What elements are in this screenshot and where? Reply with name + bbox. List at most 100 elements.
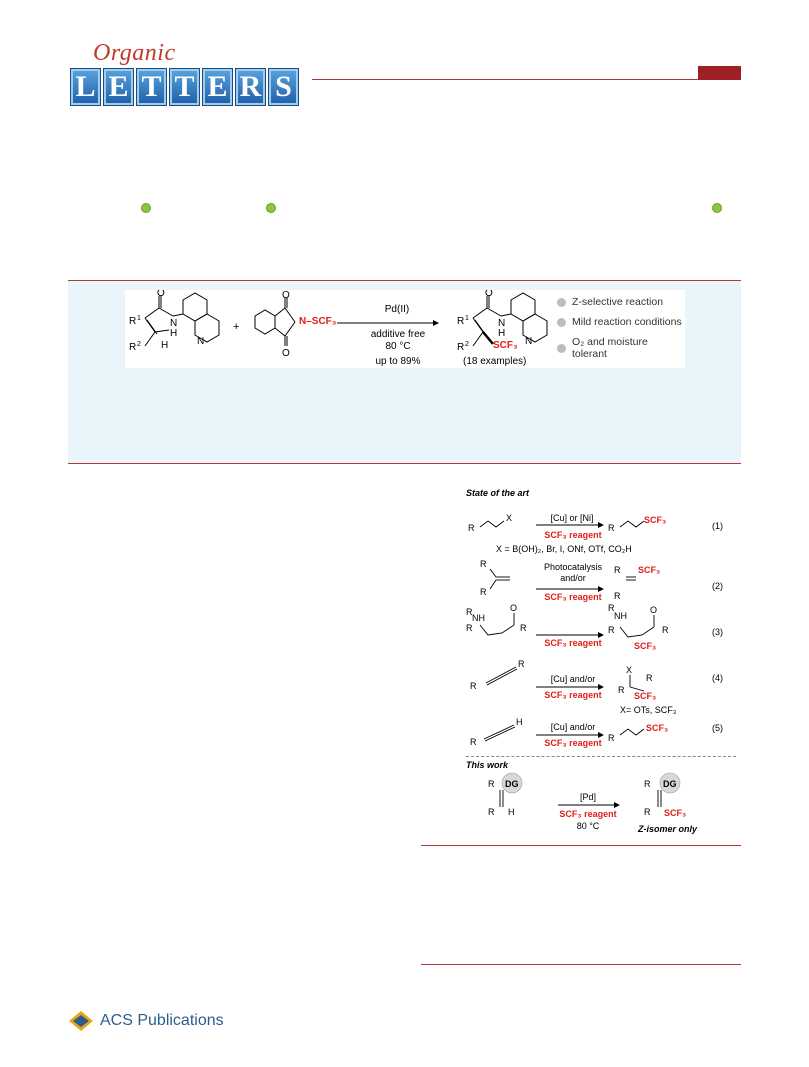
svg-text:R: R [608, 625, 615, 635]
svg-text:NH: NH [614, 611, 627, 621]
svg-text:R: R [457, 342, 464, 353]
eq4-reagent: SCF₃ reagent [544, 690, 602, 700]
svg-text:R: R [129, 316, 136, 327]
logo-letter: L [70, 68, 101, 106]
publisher-logo: ACS Publications [68, 1010, 224, 1032]
svg-text:R: R [644, 779, 651, 789]
logo-letter: T [136, 68, 167, 106]
catalyst-label: Pd(II) [384, 304, 410, 315]
eq1-product-scf3: SCF₃ [644, 515, 667, 525]
svg-text:R: R [608, 733, 615, 743]
svg-text:R: R [468, 523, 475, 533]
tw-catalyst: [Pd] [579, 792, 596, 802]
bullet-icon [557, 317, 566, 327]
svg-text:R: R [466, 607, 473, 617]
svg-text:R: R [608, 603, 615, 613]
orcid-icon[interactable] [712, 203, 722, 213]
footnote-rule [421, 964, 741, 965]
eq5-conditions: [Cu] and/or [550, 722, 596, 732]
logo-letter: T [169, 68, 200, 106]
eq5-number: (5) [712, 723, 723, 733]
svg-text:DG: DG [505, 779, 519, 789]
orcid-icon[interactable] [141, 203, 151, 213]
journal-logo-script: Organic [93, 40, 176, 66]
svg-text:O: O [485, 290, 493, 299]
eq5-reagent: SCF₃ reagent [544, 738, 602, 748]
svg-text:O: O [282, 348, 290, 359]
svg-text:X: X [626, 665, 632, 675]
scheme-structures: DG DG RX R RR RR RNH ROR RNH ROR RR RXR … [466, 513, 681, 817]
eq4-x-note: X= OTs, SCF₃ [620, 705, 677, 715]
journal-logo: L E T T E R S [70, 68, 299, 106]
svg-text:N: N [498, 318, 505, 329]
svg-text:N: N [197, 336, 204, 347]
eq3-reagent: SCF₃ reagent [544, 638, 602, 648]
svg-text:R: R [466, 623, 473, 633]
reagent-label: N–SCF₃ [299, 316, 337, 327]
header-rule [312, 79, 698, 80]
svg-text:R: R [457, 316, 464, 327]
eq1-number: (1) [712, 521, 723, 531]
eq5-product-scf3: SCF₃ [646, 723, 669, 733]
eq2-conditions-2: and/or [560, 573, 586, 583]
svg-text:N: N [170, 318, 177, 329]
condition-temperature: 80 °C [385, 341, 411, 352]
state-of-art-title: State of the art [466, 488, 530, 498]
svg-text:N: N [525, 336, 532, 347]
svg-text:1: 1 [137, 315, 141, 322]
svg-text:H: H [170, 328, 177, 339]
eq2-conditions-1: Photocatalysis [543, 562, 603, 572]
scheme-divider [466, 756, 736, 757]
svg-text:H: H [508, 807, 515, 817]
svg-text:R: R [608, 523, 615, 533]
eq3-product-scf3: SCF₃ [634, 641, 657, 651]
eq4-number: (4) [712, 673, 723, 683]
svg-text:O: O [157, 290, 165, 299]
tw-temperature: 80 °C [576, 821, 600, 831]
svg-text:R: R [662, 625, 669, 635]
scheme-figure: State of the art [458, 485, 741, 840]
bullet-icon [557, 343, 566, 353]
eq1-reagent: SCF₃ reagent [544, 530, 602, 540]
svg-text:+: + [233, 321, 239, 333]
yield-label: up to 89% [375, 356, 421, 367]
acs-diamond-icon [69, 1011, 93, 1031]
tw-reagent: SCF₃ reagent [559, 809, 617, 819]
eq1-conditions: [Cu] or [Ni] [550, 513, 594, 523]
eq3-number: (3) [712, 627, 723, 637]
logo-letter: R [235, 68, 266, 106]
svg-text:R: R [488, 779, 495, 789]
tw-result: Z-isomer only [638, 824, 698, 834]
svg-text:R: R [618, 685, 625, 695]
logo-letter: S [268, 68, 299, 106]
logo-letter: E [103, 68, 134, 106]
orcid-icon[interactable] [266, 203, 276, 213]
publisher-name: ACS Publications [100, 1012, 224, 1029]
svg-text:H: H [516, 717, 523, 727]
eq1-x-note: X = B(OH)₂, Br, I, ONf, OTf, CO₂H [496, 544, 632, 554]
figure-caption-rule [421, 845, 741, 846]
eq4-conditions: [Cu] and/or [550, 674, 596, 684]
svg-text:X: X [506, 513, 512, 523]
product-scf3-label: SCF₃ [493, 340, 518, 351]
svg-text:R: R [470, 737, 477, 747]
svg-text:R: R [614, 591, 621, 601]
feature-item: Z-selective reaction [557, 296, 685, 308]
feature-item: O₂ and moisture tolerant [557, 336, 685, 360]
svg-text:R: R [614, 565, 621, 575]
svg-text:O: O [650, 605, 657, 615]
svg-text:R: R [518, 659, 525, 669]
feature-list: Z-selective reaction Mild reaction condi… [557, 296, 685, 360]
svg-text:NH: NH [472, 613, 485, 623]
svg-text:R: R [129, 342, 136, 353]
svg-text:O: O [510, 603, 517, 613]
svg-text:1: 1 [465, 315, 469, 322]
svg-text:2: 2 [137, 341, 141, 348]
feature-item: Mild reaction conditions [557, 316, 685, 328]
svg-text:H: H [161, 340, 168, 351]
this-work-title: This work [466, 760, 509, 770]
condition-additive: additive free [370, 329, 426, 340]
header-tab [698, 66, 741, 80]
bullet-icon [557, 297, 566, 307]
